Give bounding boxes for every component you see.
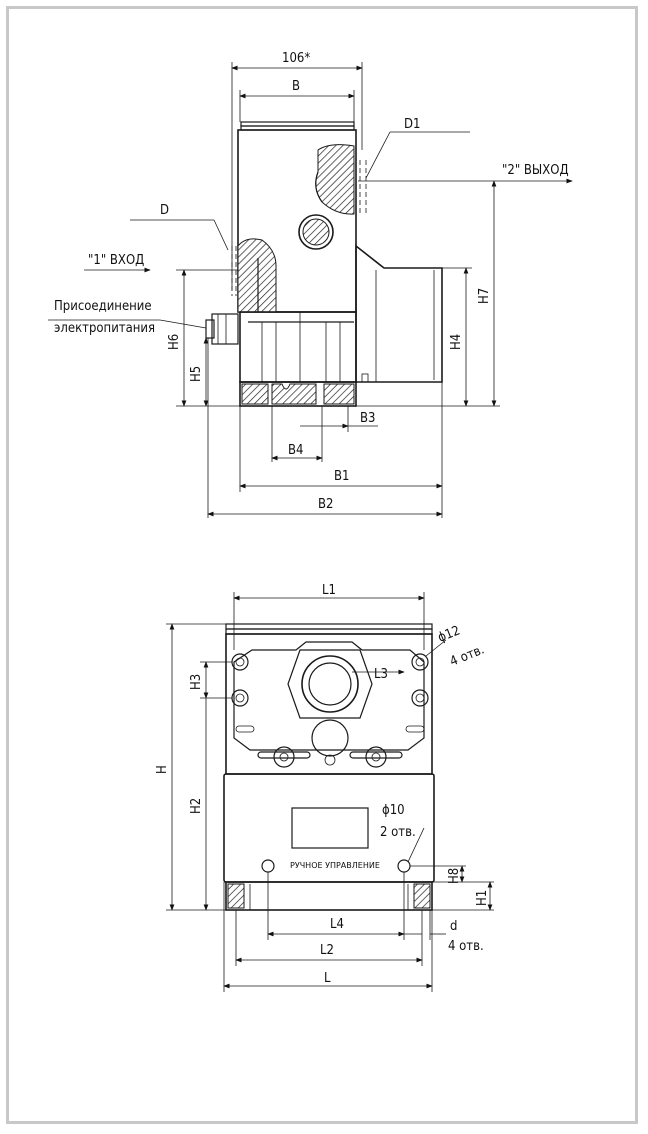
front-view xyxy=(223,623,435,911)
dim-l4-label: L4 xyxy=(330,917,344,932)
power-label-line2: электропитания xyxy=(54,321,155,336)
dim-b3-label: B3 xyxy=(360,411,375,426)
power-label-line1: Присоединение xyxy=(54,299,152,314)
dim-2otv-label: 2 отв. xyxy=(380,825,416,840)
dim-h6-label: H6 xyxy=(167,334,182,350)
dim-4otv-top-label: 4 отв. xyxy=(448,642,487,669)
front-dimensions xyxy=(166,592,494,992)
dim-h-label: H xyxy=(155,765,170,774)
dim-phi10-label: ϕ10 xyxy=(382,803,405,818)
dim-l2-label: L2 xyxy=(320,943,334,958)
inlet-label: "1" ВХОД xyxy=(88,253,144,268)
dim-l-label: L xyxy=(324,971,331,986)
dim-h3-label: H3 xyxy=(189,674,204,690)
dim-h4-label: H4 xyxy=(449,334,464,350)
dim-h5-label: H5 xyxy=(189,366,204,382)
dim-106-label: 106* xyxy=(282,51,310,66)
side-dimensions xyxy=(48,62,573,518)
dim-b2-label: B2 xyxy=(318,497,333,512)
dim-b4-label: B4 xyxy=(288,443,303,458)
dim-h1-label: H1 xyxy=(475,890,490,906)
dim-l1-label: L1 xyxy=(322,583,336,598)
dim-d-label: D xyxy=(160,203,169,218)
side-view xyxy=(205,121,443,407)
dim-4otv-bottom-label: 4 отв. xyxy=(448,939,484,954)
sheet-border xyxy=(6,6,638,1124)
dim-h8-label: H8 xyxy=(447,868,462,884)
dim-d1-label: D1 xyxy=(404,117,420,132)
dim-l3-label: L3 xyxy=(374,667,388,682)
dim-b1-label: B1 xyxy=(334,469,349,484)
dim-b-label: B xyxy=(292,79,300,94)
outlet-label: "2" ВЫХОД xyxy=(502,163,569,178)
dim-phi12-label: ϕ12 xyxy=(436,623,463,645)
labels: 106* B D1 "2" ВЫХОД D "1" ВХОД Присоедин… xyxy=(54,51,569,986)
dim-h2-label: H2 xyxy=(189,798,204,814)
dim-d-small-label: d xyxy=(450,919,457,934)
manual-control-label: РУЧНОЕ УПРАВЛЕНИЕ xyxy=(290,861,380,870)
dim-h7-label: H7 xyxy=(477,288,492,304)
